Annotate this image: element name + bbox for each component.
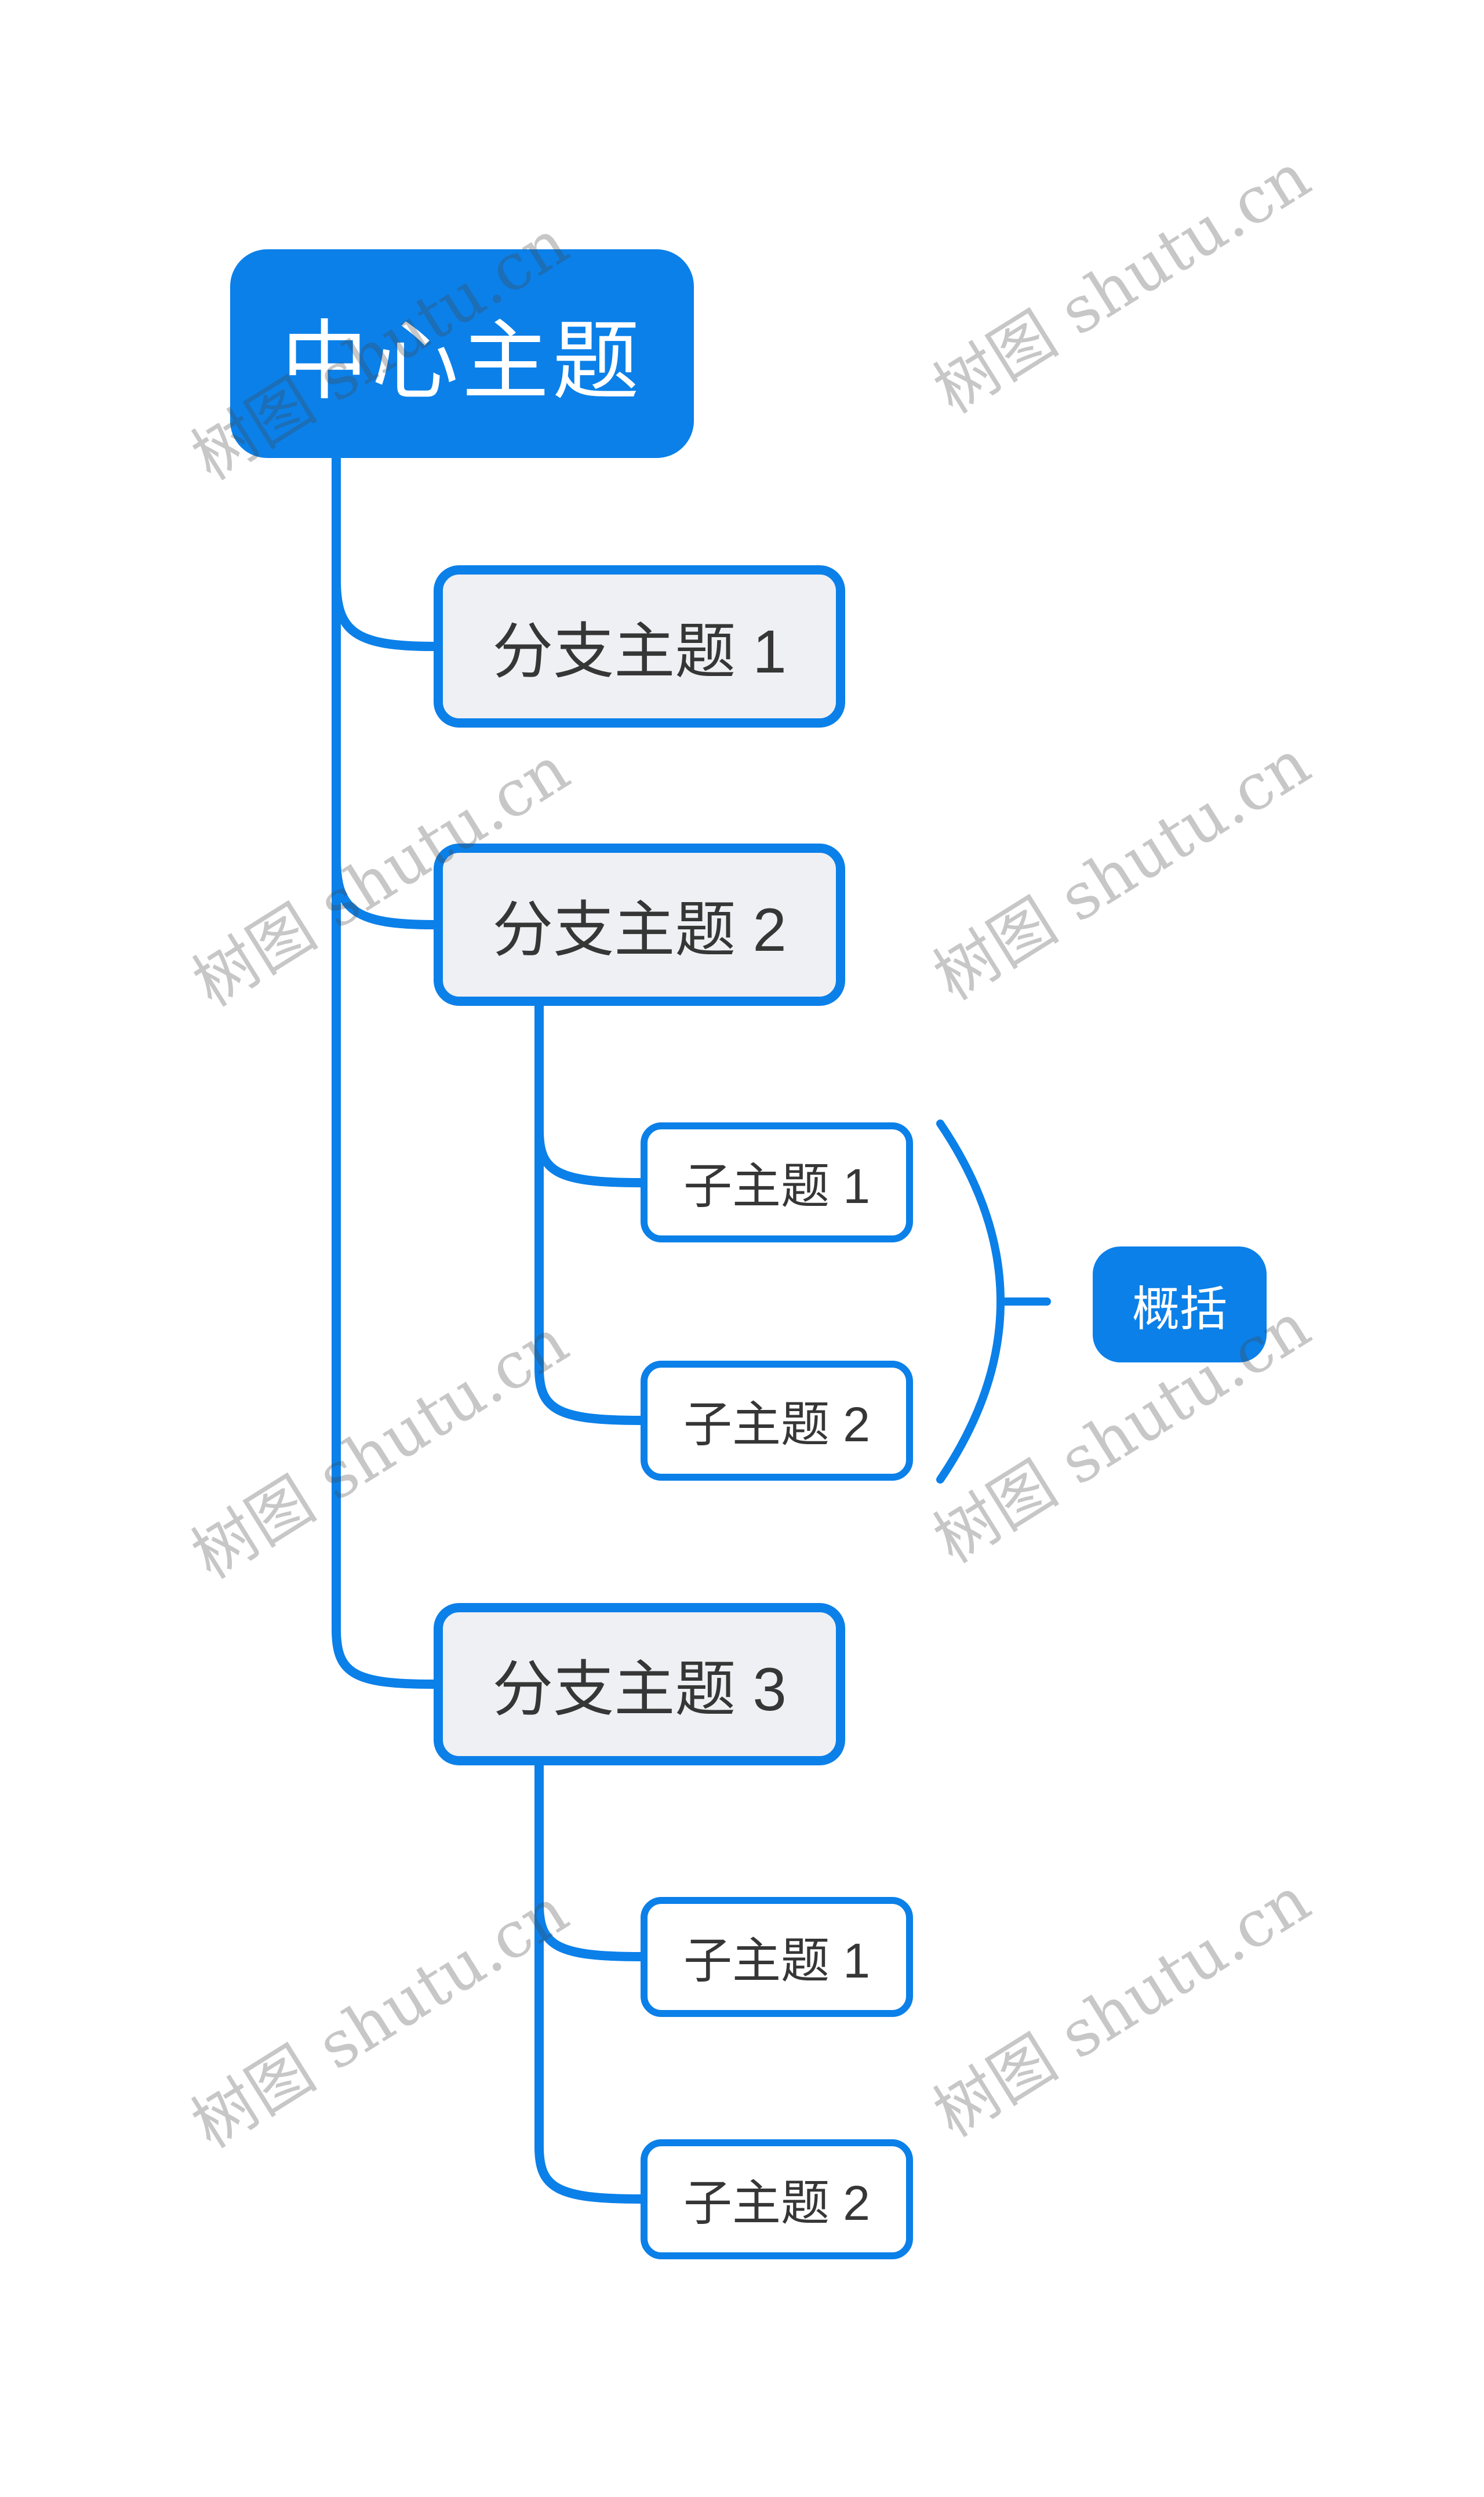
branch-topic-node-3[interactable]: 分支主题 3 bbox=[434, 1603, 845, 1765]
subtopic-label: 子主题 2 bbox=[683, 1397, 871, 1452]
subtopic-label: 子主题 2 bbox=[683, 2176, 871, 2230]
summary-brace bbox=[936, 1120, 1005, 1484]
subtopic-label: 子主题 1 bbox=[683, 1159, 871, 1213]
subtopic-node-3-1[interactable]: 子主题 1 bbox=[641, 1897, 913, 2017]
subtopic-label: 子主题 1 bbox=[683, 1933, 871, 1988]
trunk-line-branch-2 bbox=[534, 1002, 641, 1425]
connector-branch-1 bbox=[332, 579, 434, 651]
branch-topic-label: 分支主题 3 bbox=[492, 1656, 787, 1724]
subtopic-node-2-2[interactable]: 子主题 2 bbox=[641, 1361, 913, 1481]
summary-node[interactable]: 概括 bbox=[1093, 1246, 1267, 1362]
central-topic-node[interactable]: 中心主题 bbox=[230, 249, 694, 458]
summary-label: 概括 bbox=[1132, 1282, 1227, 1336]
connector-subtopic-3-1 bbox=[534, 1904, 641, 1961]
subtopic-node-2-1[interactable]: 子主题 1 bbox=[641, 1122, 913, 1242]
branch-topic-label: 分支主题 1 bbox=[492, 618, 787, 686]
subtopic-node-3-2[interactable]: 子主题 2 bbox=[641, 2139, 913, 2259]
branch-topic-node-2[interactable]: 分支主题 2 bbox=[434, 844, 845, 1006]
branch-topic-label: 分支主题 2 bbox=[492, 896, 787, 964]
central-topic-label: 中心主题 bbox=[281, 312, 643, 410]
connector-branch-2 bbox=[332, 857, 434, 929]
branch-topic-node-1[interactable]: 分支主题 1 bbox=[434, 565, 845, 728]
connector-subtopic-2-1 bbox=[534, 1130, 641, 1187]
trunk-line-branch-3 bbox=[534, 1762, 641, 2204]
trunk-line-central bbox=[332, 453, 434, 1689]
